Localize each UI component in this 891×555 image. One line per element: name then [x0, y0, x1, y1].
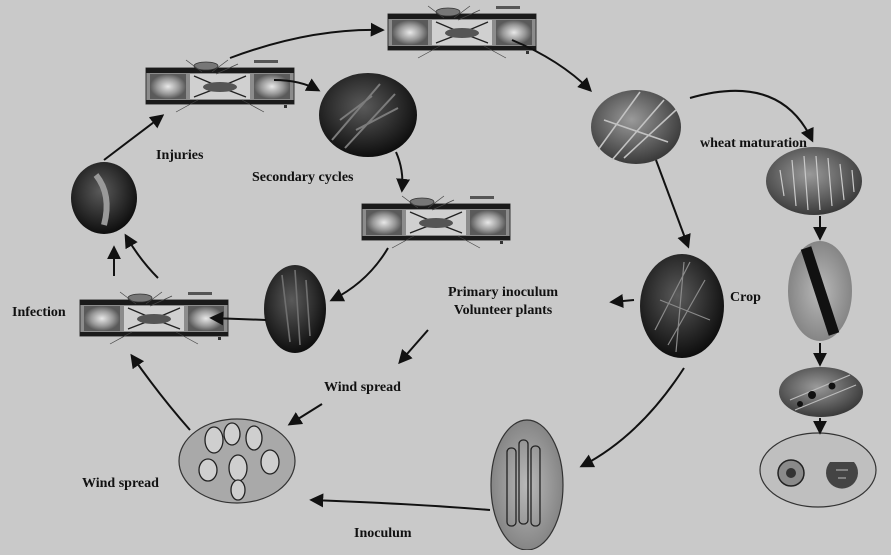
- secondary-cycle-lesion-image: [319, 73, 417, 157]
- label-inoculum: Inoculum: [354, 526, 412, 542]
- label-wind-spread-left: Wind spread: [82, 476, 159, 492]
- leaf-section-infection: [80, 292, 228, 344]
- arrow-infected-leaf-to-upper-leaf: [104, 116, 162, 160]
- label-injuries: Injuries: [156, 148, 203, 164]
- pseudothecia-image: [779, 367, 863, 417]
- infected-leaf-image: [71, 162, 137, 234]
- label-secondary-cycles: Secondary cycles: [252, 170, 353, 186]
- label-volunteer-plants: Volunteer plants: [448, 302, 558, 320]
- arrow-to-top-leaf: [230, 30, 382, 58]
- arrow-crop-to-primary-inoculum: [612, 300, 634, 302]
- arrow-to-mature-wheat: [690, 91, 812, 140]
- arrow-infection-up-right: [126, 236, 158, 278]
- arrow-primary-to-wind-spread: [400, 330, 428, 362]
- arrow-lesion-to-middle-leaf: [396, 152, 402, 190]
- arrow-conidia-to-infection: [132, 356, 190, 430]
- arrow-ascus-to-conidia: [312, 500, 490, 510]
- arrow-crop-to-ascus: [582, 368, 684, 466]
- wheat-field-image: [591, 90, 681, 164]
- crop-residue-image: [640, 254, 724, 358]
- label-infection: Infection: [12, 305, 66, 321]
- label-crop: Crop: [730, 290, 761, 306]
- ascus-image: [491, 420, 563, 550]
- mature-wheat-image: [766, 147, 862, 215]
- leaf-section-upper-left: [146, 60, 294, 112]
- stem-lesion-image: [264, 265, 326, 353]
- label-primary-inoculum: Primary inoculum: [448, 284, 558, 302]
- leaf-section-middle: [362, 196, 510, 248]
- label-wheat-maturation: wheat maturation: [700, 136, 807, 152]
- label-primary-inoculum-group: Primary inoculum Volunteer plants: [448, 284, 558, 320]
- conidia-image: [179, 419, 295, 503]
- leaf-section-top: [388, 6, 536, 58]
- arrow-to-crop: [656, 160, 688, 246]
- arrow-middle-leaf-to-lesion: [332, 248, 388, 300]
- arrow-wind-spread-to-conidia: [290, 404, 322, 424]
- label-wind-spread-center: Wind spread: [324, 380, 401, 396]
- ascospore-magnified-image: [760, 433, 876, 507]
- straw-image: [788, 241, 852, 341]
